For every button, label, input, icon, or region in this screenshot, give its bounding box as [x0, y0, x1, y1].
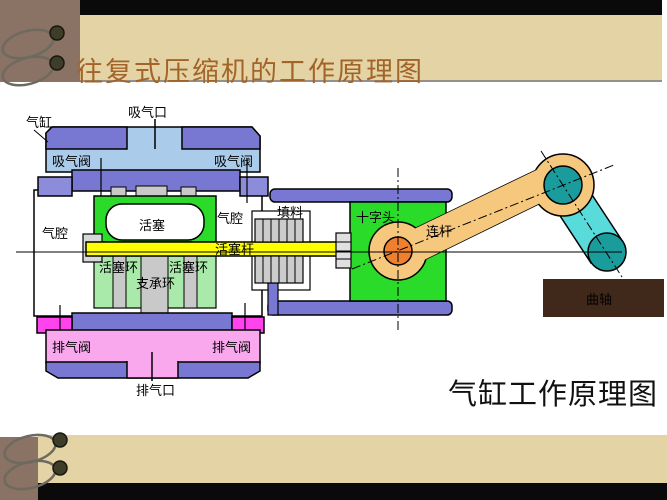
label-discharge-port: 排气口 — [136, 383, 175, 398]
guide-frame-bottom — [267, 300, 453, 316]
binder-dot-icon — [52, 432, 68, 448]
corner-brown-block — [0, 0, 80, 82]
header-panel — [38, 15, 662, 82]
center-lines — [16, 129, 623, 332]
rod-coupling-threads — [336, 241, 351, 260]
binder-dot-icon — [49, 55, 65, 71]
slide-title: 往复式压缩机的工作原理图 — [76, 57, 424, 87]
bottom-tan-strip — [38, 435, 667, 483]
label-crosshead: 十字头 — [356, 210, 395, 225]
discharge-chamber — [45, 329, 261, 364]
label-packing: 填料 — [277, 205, 303, 220]
guide-frame-left — [267, 282, 279, 316]
bottom-black-bar — [38, 483, 667, 500]
label-crankshaft: 曲轴 — [586, 292, 612, 307]
label-piston-rod: 活塞杆 — [215, 242, 254, 257]
label-discharge-valve-left: 排气阀 — [52, 340, 91, 355]
suction-valve-ear-right — [239, 176, 269, 197]
binder-dot-icon — [52, 460, 68, 476]
label-support-ring: 支承环 — [136, 276, 175, 291]
guide-frame-top — [269, 188, 453, 203]
piston-rod-shape — [85, 241, 339, 257]
label-suction-valve-right: 吸气阀 — [214, 154, 253, 169]
label-suction-port: 吸气口 — [128, 105, 167, 120]
discharge-valve-plate — [71, 312, 233, 332]
top-black-bar — [78, 0, 662, 17]
head-cap-right — [181, 126, 261, 150]
label-cylinder: 气缸 — [26, 115, 52, 130]
diagram-caption: 气缸工作原理图 — [448, 379, 659, 411]
label-suction-valve-left: 吸气阀 — [52, 154, 91, 169]
binder-dot-icon — [49, 25, 65, 41]
label-gas-chamber-right: 气腔 — [217, 211, 243, 226]
label-piston-ring-left: 活塞环 — [99, 260, 138, 275]
label-piston-ring-right: 活塞环 — [169, 260, 208, 275]
label-discharge-valve-right: 排气阀 — [212, 340, 251, 355]
piston-crown — [105, 203, 205, 241]
label-connecting-rod: 连杆 — [426, 224, 452, 239]
binder-rings-icon — [1, 25, 68, 491]
crankshaft-box — [543, 279, 664, 317]
packing-blocks — [254, 218, 304, 284]
suction-valve-ear-left — [37, 176, 73, 197]
head-cap-left — [45, 126, 128, 150]
label-gas-chamber-left: 气腔 — [42, 226, 68, 241]
label-piston: 活塞 — [139, 218, 165, 233]
